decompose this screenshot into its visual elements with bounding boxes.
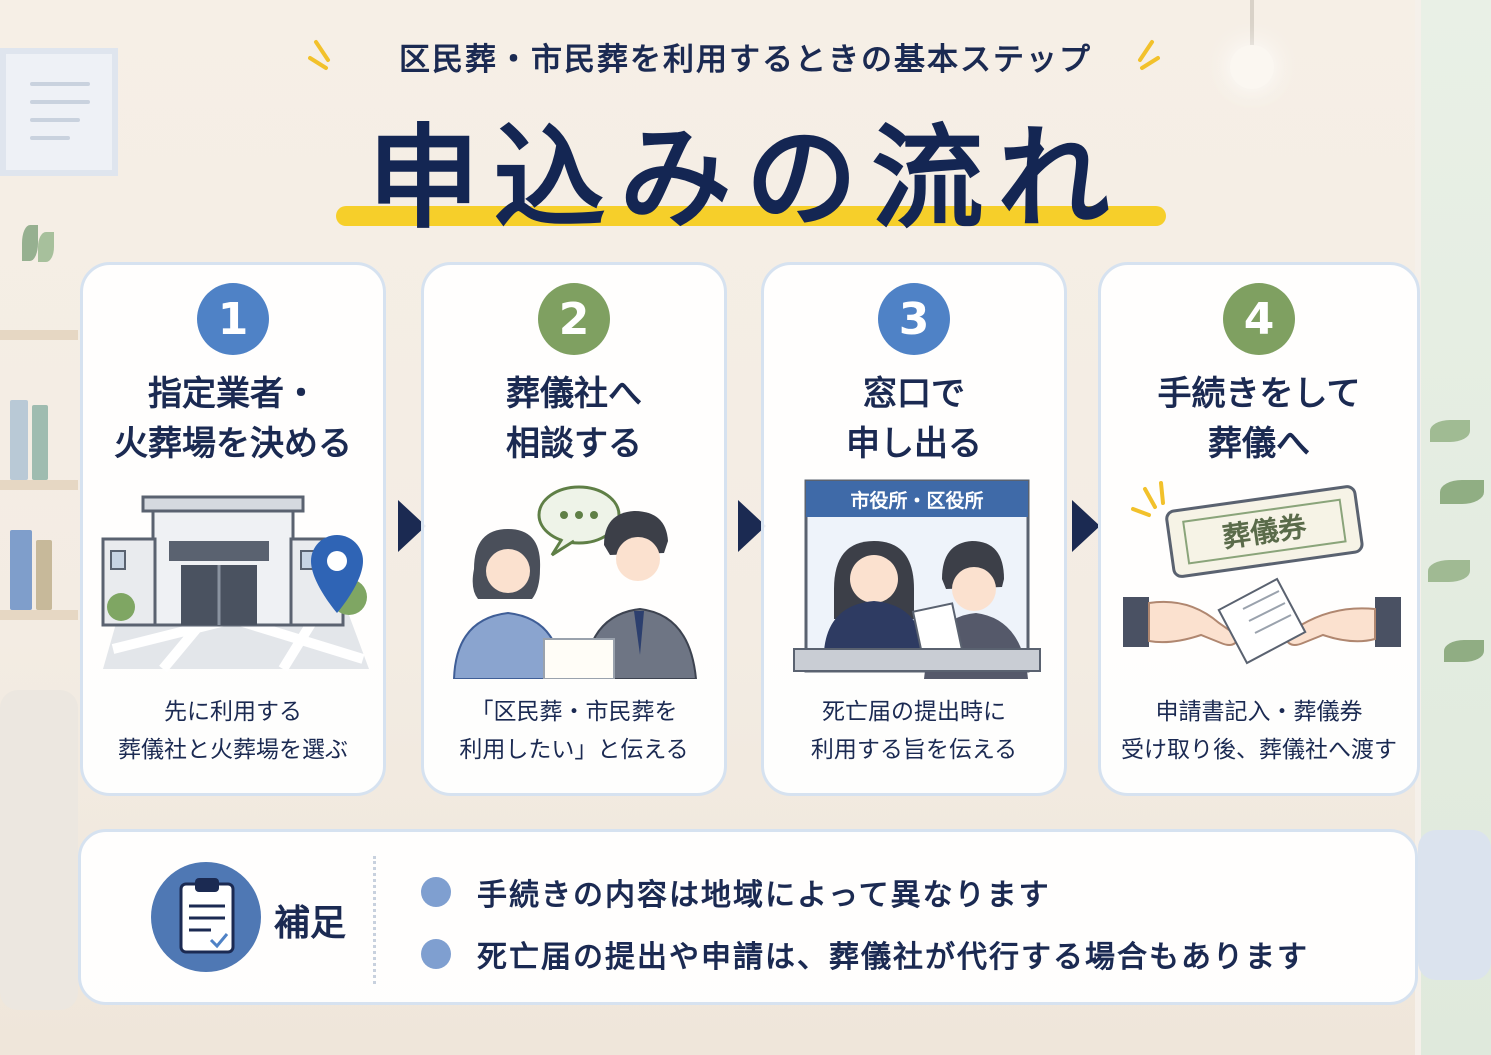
step-number-badge: 2 xyxy=(538,283,610,355)
step-number-badge: 4 xyxy=(1223,283,1295,355)
clipboard-icon xyxy=(151,862,261,972)
building-map-pin-icon xyxy=(101,495,369,673)
step-title: 手続きをして 葬儀へ xyxy=(1157,374,1361,464)
service-counter-icon: 市役所・区役所 xyxy=(793,479,1041,679)
consultation-speech-bubble-icon xyxy=(452,485,698,679)
title-underline xyxy=(336,206,1166,226)
step-card-3: 3 窓口で 申し出る 市役所・区役所 死亡届の提出時に 利用する旨を伝える xyxy=(761,262,1067,796)
note-item: 死亡届の提出や申請は、葬儀社が代行する場合もあります xyxy=(421,932,1309,976)
bullet-dot-icon xyxy=(421,939,451,969)
step-card-4: 4 手続きをして 葬儀へ 葬儀券 申請書記入・葬儀券 受け取り後、葬儀社へ渡す xyxy=(1098,262,1420,796)
step-title: 葬儀社へ 相談する xyxy=(506,374,642,464)
spark-right-icon xyxy=(1138,40,1160,70)
step-description: 「区民葬・市民葬を 利用したい」と伝える xyxy=(459,699,689,763)
wall-frame-icon xyxy=(0,48,118,176)
step-card-2: 2 葬儀社へ 相談する 「区民葬・市民葬を 利用したい」と伝える xyxy=(421,262,727,796)
step-title: 指定業者・ 火葬場を決める xyxy=(114,374,352,464)
step-title: 窓口で 申し出る xyxy=(846,374,982,464)
spark-left-icon xyxy=(308,40,330,70)
supplement-note: 補足 手続きの内容は地域によって異なります 死亡届の提出や申請は、葬儀社が代行す… xyxy=(78,829,1418,1005)
bullet-dot-icon xyxy=(421,877,451,907)
step-description: 先に利用する 葬儀社と火葬場を選ぶ xyxy=(118,699,348,763)
step-number-badge: 1 xyxy=(197,283,269,355)
step-number-badge: 3 xyxy=(878,283,950,355)
step-card-1: 1 指定業者・ 火葬場を決める 先に利用する 葬儀社と火葬場を選ぶ xyxy=(80,262,386,796)
counter-sign: 市役所・区役所 xyxy=(850,489,983,512)
divider xyxy=(373,856,376,984)
page-subtitle: 区民葬・市民葬を利用するときの基本ステップ xyxy=(399,42,1092,78)
next-arrow-icon xyxy=(1072,500,1100,552)
step-description: 死亡届の提出時に 利用する旨を伝える xyxy=(810,699,1018,763)
page-title: 申込みの流れ xyxy=(367,114,1124,244)
step-description: 申請書記入・葬儀券 受け取り後、葬儀社へ渡す xyxy=(1121,699,1397,763)
note-item: 手続きの内容は地域によって異なります xyxy=(421,870,1051,914)
ticket-handover-icon: 葬儀券 xyxy=(1123,481,1401,665)
note-label: 補足 xyxy=(274,903,347,944)
